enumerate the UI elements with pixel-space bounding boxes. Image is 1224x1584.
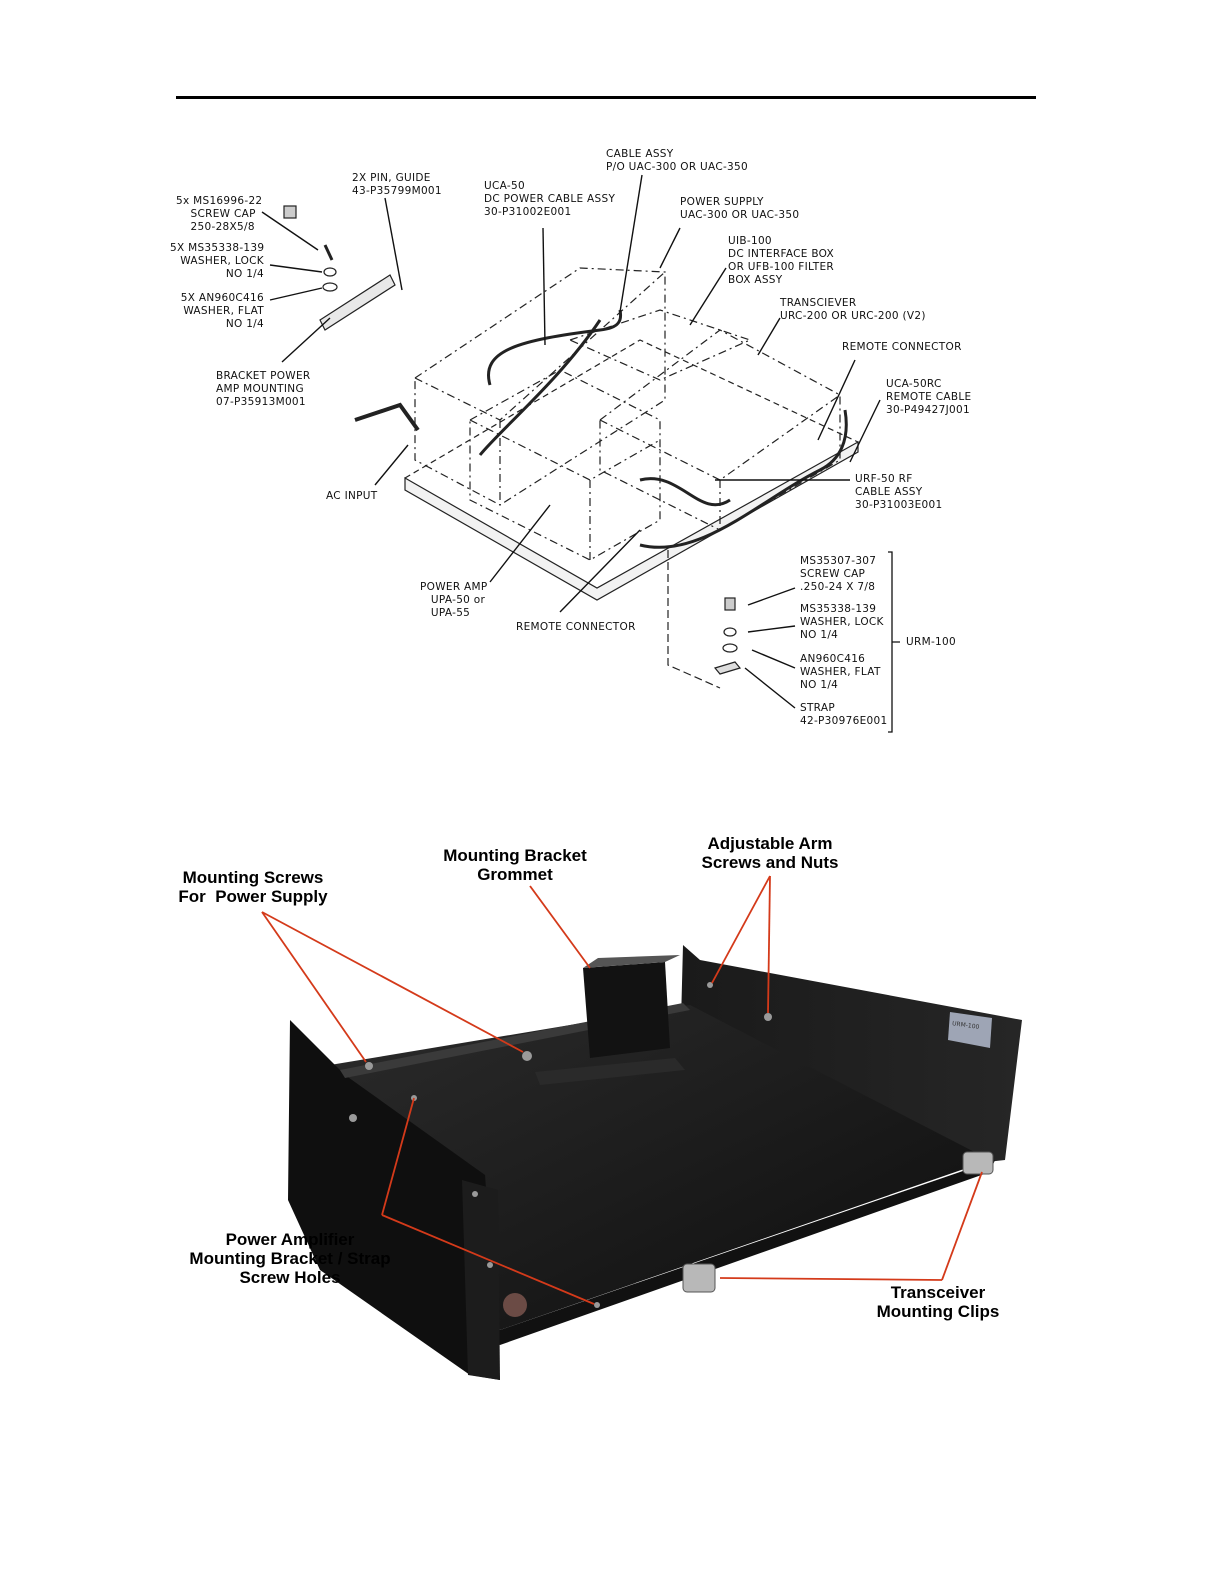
label-power-supply: POWER SUPPLY UAC-300 OR UAC-350 <box>680 196 800 221</box>
label-strap: STRAP 42-P30976E001 <box>800 702 888 727</box>
label-washer-flat: 5X AN960C416 WASHER, FLAT NO 1/4 <box>180 292 264 330</box>
header-rule <box>176 96 1036 99</box>
label-adjustable-arm: Adjustable Arm Screws and Nuts <box>701 834 839 872</box>
label-power-amplifier: Power Amplifier Mounting Bracket / Strap… <box>189 1230 391 1287</box>
ac-input-cable <box>354 402 420 432</box>
label-transceiver: TRANSCIEVER URC-200 OR URC-200 (V2) <box>780 297 926 322</box>
label-power-amp: POWER AMP UPA-50 or UPA-55 <box>420 581 488 619</box>
right-side-wall <box>680 945 1022 1165</box>
flat-washer-icon <box>322 282 338 292</box>
dc-power-cable <box>487 309 623 386</box>
label-bracket: BRACKET POWER AMP MOUNTING 07-P35913M001 <box>216 370 311 408</box>
tray-front-lip <box>478 1160 995 1345</box>
label-urm100: URM-100 <box>906 636 956 648</box>
base-tray <box>404 440 859 601</box>
label-transceiver-clips: Transceiver Mounting Clips <box>876 1283 1000 1321</box>
label-remote-connector-top: REMOTE CONNECTOR <box>842 341 962 353</box>
lock-washer-icon <box>323 267 337 277</box>
label-an960: AN960C416 WASHER, FLAT NO 1/4 <box>800 653 881 691</box>
label-ms35307: MS35307-307 SCREW CAP .250-24 X 7/8 <box>800 555 877 593</box>
transceiver-clip-front <box>682 1263 716 1293</box>
power-supply-box <box>414 267 666 506</box>
screw-icon <box>283 205 297 219</box>
rf-cable <box>639 477 731 507</box>
exploded-assembly-diagram <box>261 174 900 733</box>
label-mounting-bracket: Mounting Bracket Grommet <box>443 846 587 884</box>
left-side-wall <box>288 1020 500 1380</box>
label-uca50rc: UCA-50RC REMOTE CABLE 30-P49427J001 <box>886 378 972 416</box>
label-cable-assy: CABLE ASSY P/O UAC-300 OR UAC-350 <box>606 148 748 173</box>
label-washer-lock: 5X MS35338-139 WASHER, LOCK NO 1/4 <box>170 242 265 280</box>
label-ac-input: AC INPUT <box>326 490 378 502</box>
label-pin-guide: 2X PIN, GUIDE 43-P35799M001 <box>352 172 442 197</box>
label-uib100: UIB-100 DC INTERFACE BOX OR UFB-100 FILT… <box>728 235 835 286</box>
label-ms35338: MS35338-139 WASHER, LOCK NO 1/4 <box>800 603 884 641</box>
model-plate <box>948 1012 992 1048</box>
label-uca50: UCA-50 DC POWER CABLE ASSY 30-P31002E001 <box>484 180 616 218</box>
transceiver-clip-right <box>962 1151 994 1175</box>
bracket-part <box>319 274 396 331</box>
label-urf50: URF-50 RF CABLE ASSY 30-P31003E001 <box>855 473 943 511</box>
remote-cable <box>639 409 848 549</box>
label-screw-cap: 5x MS16996-22 SCREW CAP 250-28X5/8 <box>176 195 263 233</box>
label-remote-connector-bottom: REMOTE CONNECTOR <box>516 621 636 633</box>
grommet-bracket <box>583 962 670 1058</box>
label-mounting-screws: Mounting Screws For Power Supply <box>178 868 328 906</box>
urm-brace <box>888 551 900 733</box>
